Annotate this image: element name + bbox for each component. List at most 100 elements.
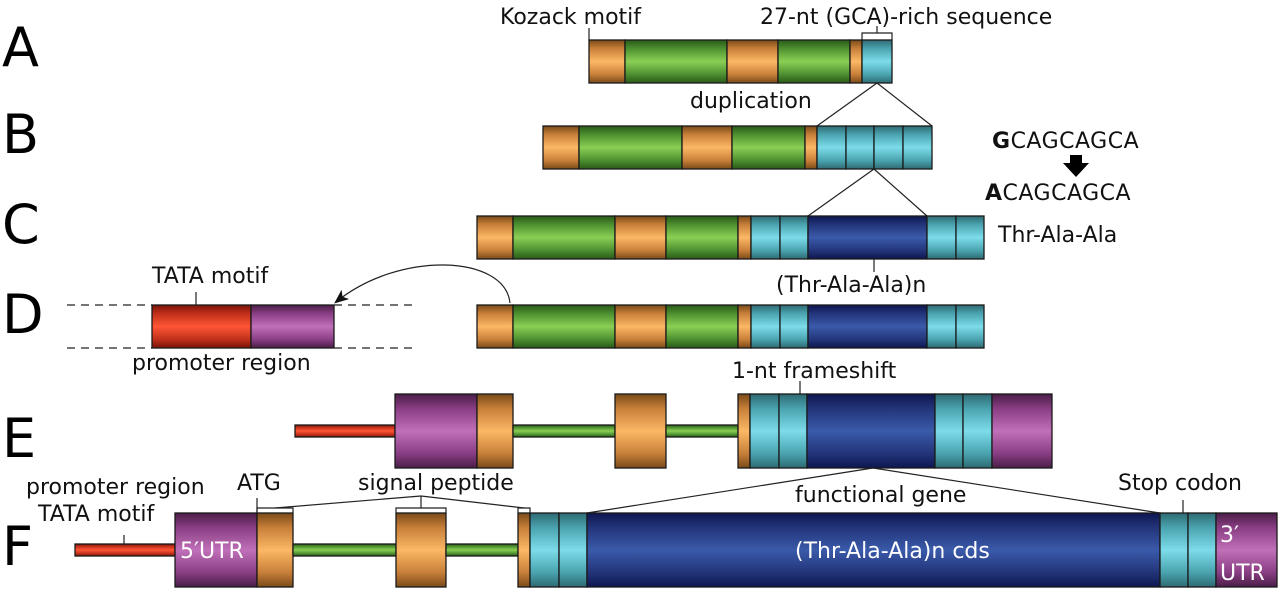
expansion-line-right — [873, 168, 928, 217]
segment-exon — [726, 39, 779, 84]
segment-repeat — [750, 215, 781, 260]
mutation-arrow-icon — [1063, 155, 1089, 177]
segment-exon — [737, 304, 752, 349]
segment-repeat — [779, 304, 809, 349]
segment-utr — [394, 393, 478, 469]
thr-ala-ala-n-label: (Thr-Ala-Ala)n — [776, 273, 926, 298]
promoter-row-d — [151, 304, 335, 349]
segment-cds — [807, 304, 928, 349]
segment-intron-line — [512, 424, 616, 438]
utr3-label-line1: 3′ — [1220, 523, 1239, 548]
segment-exon — [517, 512, 531, 588]
gene-row-f — [74, 512, 1278, 588]
segment-repeat — [962, 393, 993, 469]
row-letter-d: D — [2, 283, 44, 346]
segment-repeat — [861, 39, 893, 84]
gene-row-e — [294, 393, 1053, 469]
utr3-label-line2: UTR — [1220, 561, 1265, 586]
row-letter-f: F — [2, 515, 33, 578]
segment-exon — [542, 125, 580, 170]
segment-exon — [588, 39, 626, 84]
segment-repeat — [558, 512, 588, 588]
annotation-lines — [67, 26, 1184, 545]
sequence-mutated-first-base: A — [985, 181, 1003, 206]
functional-gene-line-right — [872, 467, 1161, 514]
segment-promoter — [151, 304, 252, 349]
sequence-original-first-base: G — [992, 129, 1011, 154]
gene-row-d — [476, 304, 985, 349]
gca-bracket — [861, 26, 893, 40]
segment-intron — [665, 304, 739, 349]
signal-bracket-3 — [517, 507, 531, 513]
duplication-label: duplication — [690, 89, 812, 114]
segment-repeat — [529, 512, 560, 588]
segment-repeat — [750, 304, 781, 349]
segment-exon — [476, 393, 514, 469]
signal-line-1 — [274, 495, 422, 509]
segment-intron-line — [292, 543, 397, 557]
segment-utr — [250, 304, 335, 349]
segment-utr — [1215, 512, 1278, 588]
row-letters: A B C D E F — [2, 16, 44, 578]
signal-peptide-label: signal peptide — [358, 471, 514, 496]
thr-ala-ala-label: Thr-Ala-Ala — [997, 223, 1117, 248]
segment-repeat — [749, 393, 780, 469]
segment-exon — [476, 215, 514, 260]
segment-intron — [512, 215, 616, 260]
segment-promoter-line — [294, 424, 396, 438]
sequence-mutated: ACAGCAGCA — [985, 181, 1131, 206]
frameshift-label: 1-nt frameshift — [732, 359, 897, 384]
segment-exon — [614, 215, 667, 260]
segment-repeat — [873, 125, 904, 170]
segment-exon — [804, 125, 818, 170]
segment-exon — [614, 304, 667, 349]
segment-repeat — [816, 125, 847, 170]
segment-repeat — [955, 304, 985, 349]
segment-intron-line — [665, 424, 739, 438]
tata-motif-label-d: TATA motif — [151, 264, 269, 289]
tata-motif-label-f: TATA motif — [37, 502, 155, 527]
segment-intron — [512, 304, 616, 349]
segment-repeat — [934, 393, 964, 469]
segment-intron-line — [445, 543, 519, 557]
atg-label: ATG — [237, 471, 281, 496]
functional-gene-label: functional gene — [795, 483, 966, 508]
segment-repeat — [902, 125, 933, 170]
functional-gene-line-left — [586, 467, 874, 514]
segment-intron — [731, 125, 806, 170]
segment-utr — [991, 393, 1053, 469]
segment-cds — [807, 215, 928, 260]
segment-exon — [256, 512, 294, 588]
promoter-region-label-f: promoter region — [26, 475, 205, 500]
sequence-original: GCAGCAGCA — [992, 129, 1139, 154]
signal-line-3 — [420, 495, 525, 509]
segment-exon — [737, 393, 751, 469]
row-letter-e: E — [2, 407, 36, 470]
signal-bracket-1 — [256, 507, 294, 513]
segment-repeat — [779, 215, 809, 260]
segment-intron — [624, 39, 728, 84]
segment-repeat — [1159, 512, 1189, 588]
segment-promoter-line — [74, 543, 176, 557]
inner-labels: 5′UTR (Thr-Ala-Ala)n cds 3′ UTR — [180, 523, 1265, 586]
segment-intron — [777, 39, 851, 84]
gene-row-c — [476, 215, 985, 260]
duplication-line-left — [816, 82, 878, 127]
segment-cds — [586, 512, 1161, 588]
sequence-mutated-rest: CAGCAGCA — [1003, 181, 1132, 206]
promoter-region-label-d: promoter region — [132, 351, 311, 376]
segment-intron — [578, 125, 683, 170]
segment-repeat — [845, 125, 875, 170]
gene-row-b — [542, 125, 933, 170]
annotation-labels: Kozack motif 27-nt (GCA)-rich sequence d… — [26, 5, 1242, 527]
stop-codon-label: Stop codon — [1118, 471, 1242, 496]
gene-row-a — [588, 39, 893, 84]
insertion-arrow — [334, 264, 511, 304]
segment-exon — [849, 39, 863, 84]
row-letter-b: B — [2, 103, 39, 166]
segment-exon — [395, 512, 447, 588]
segment-repeat — [926, 304, 957, 349]
duplication-line-right — [876, 82, 933, 127]
segment-repeat — [955, 215, 985, 260]
segment-repeat — [1187, 512, 1217, 588]
